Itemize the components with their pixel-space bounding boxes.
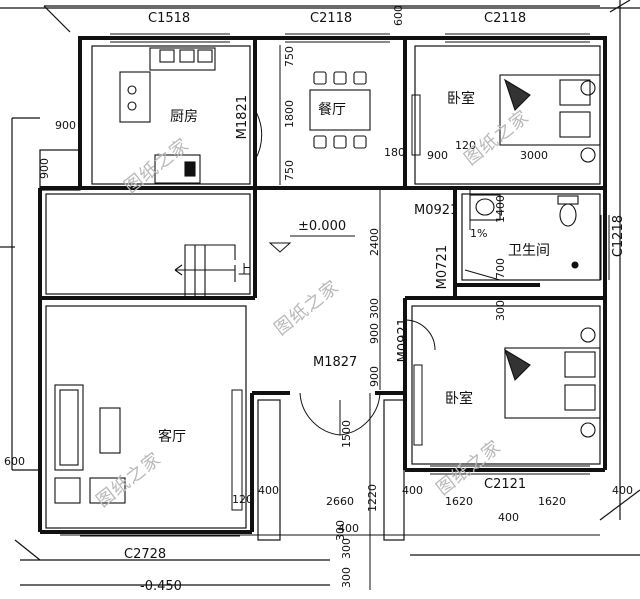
dim-120-living: 120 — [232, 493, 253, 506]
living-furniture — [54, 384, 126, 504]
eave-corner-tl — [43, 5, 71, 33]
door-label-kitchen: M1821 — [235, 95, 250, 140]
door-label-bedroom: M0921 — [396, 318, 411, 363]
dim-900-bed: 900 — [427, 149, 448, 162]
dim-1400: 1400 — [494, 195, 507, 223]
dim-300-b: 300 — [494, 300, 507, 321]
dim-400-a: 400 — [258, 484, 279, 497]
room-label-bathroom: 卫生间 — [508, 243, 550, 259]
dim-400-b: 400 — [402, 484, 423, 497]
dim-400-e: 400 — [338, 522, 359, 535]
kitchen-counter — [119, 47, 216, 184]
dim-750-b: 750 — [283, 160, 296, 181]
bedroom-furniture — [499, 74, 601, 438]
window-label-top-mid: C2118 — [310, 11, 353, 26]
stair — [174, 244, 236, 298]
dim-1220: 1220 — [366, 484, 379, 512]
dim-400-c: 400 — [612, 484, 633, 497]
dim-1800: 1800 — [283, 100, 296, 128]
room-label-kitchen: 厨房 — [170, 109, 198, 125]
window-label-bottom-right: C2121 — [484, 477, 527, 492]
dim-3000: 3000 — [520, 149, 548, 162]
dim-1500: 1500 — [340, 420, 353, 448]
dim-700: 700 — [494, 258, 507, 279]
dim-300-e: 300 — [340, 567, 353, 588]
bathroom-fixtures — [469, 194, 579, 269]
dim-2660: 2660 — [326, 495, 354, 508]
stair-up-label: 上 — [238, 263, 252, 278]
room-label-dining: 餐厅 — [318, 102, 346, 118]
dim-2400: 2400 — [368, 228, 381, 256]
dim-750-a: 750 — [283, 46, 296, 67]
dim-1620-b: 1620 — [538, 495, 566, 508]
window-label-top-left: C1518 — [148, 11, 191, 26]
dim-120-bed: 120 — [455, 139, 476, 152]
dim-300-a: 300 — [368, 298, 381, 319]
dim-1620-a: 1620 — [445, 495, 473, 508]
door-label-bath-lower: M0721 — [435, 245, 450, 290]
dim-900-d: 900 — [368, 366, 381, 387]
dim-600-top: 600 — [392, 5, 405, 26]
dim-900-left: 900 — [55, 119, 76, 132]
dim-900-c: 900 — [368, 323, 381, 344]
dining-table — [309, 71, 371, 149]
dim-300-d: 300 — [340, 538, 353, 559]
window-openings — [80, 33, 610, 537]
window-label-top-right: C2118 — [484, 11, 527, 26]
dim-180: 180 — [384, 146, 405, 159]
window-label-bottom-left: C2728 — [124, 547, 167, 562]
room-label-bedroom-bottom: 卧室 — [445, 391, 473, 407]
room-label-living: 客厅 — [158, 429, 186, 445]
dim-600-left: 600 — [4, 455, 25, 468]
door-swings — [254, 109, 501, 436]
bath-slope-label: 1% — [470, 227, 488, 240]
dim-400-d: 400 — [498, 511, 519, 524]
outside-level: -0.450 — [140, 579, 182, 594]
level-marker — [268, 242, 292, 253]
eave-corner-bl — [14, 539, 41, 561]
walls — [38, 36, 607, 534]
door-label-bath-upper: M0921 — [414, 203, 459, 218]
window-label-right: C1218 — [611, 215, 626, 258]
floor-level: ±0.000 — [298, 219, 347, 234]
door-label-entry: M1827 — [313, 355, 358, 370]
dim-900-left-vertical: 900 — [38, 158, 51, 179]
room-label-bedroom-top: 卧室 — [447, 91, 475, 107]
